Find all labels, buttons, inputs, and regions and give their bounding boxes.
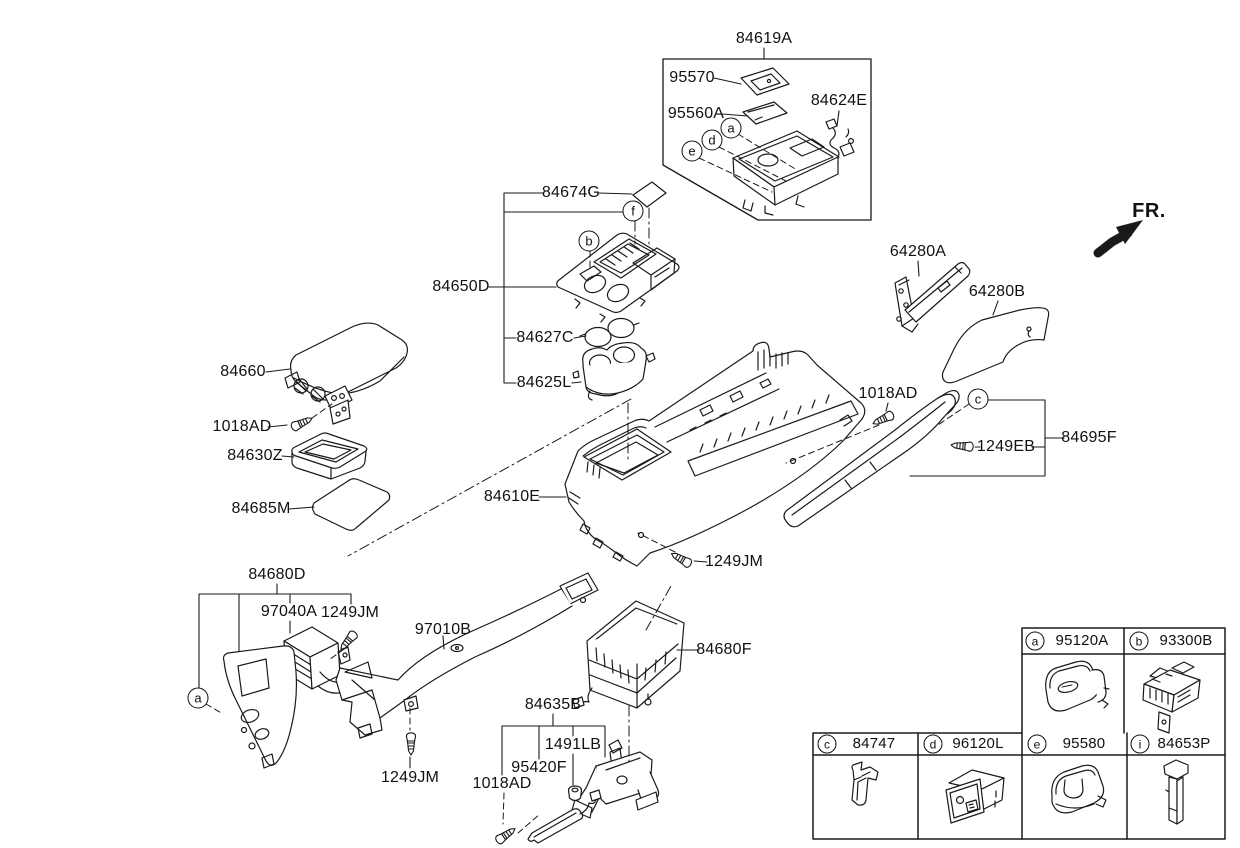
part-label-84610E: 84610E <box>483 488 541 505</box>
console-84610E-drawing <box>564 341 866 567</box>
gasket-84627C-drawing <box>579 317 640 348</box>
legend-part-95120A: 95120A <box>1055 632 1109 649</box>
legend-part-93300B: 93300B <box>1159 632 1213 649</box>
legend-letter-i: i <box>1130 734 1150 754</box>
part-label-95570: 95570 <box>669 69 715 86</box>
part-label-1018AD-left: 1018AD <box>212 418 272 435</box>
legend-letter-a: a <box>1025 631 1045 651</box>
part-label-84695F: 84695F <box>1061 429 1117 446</box>
cover-95570-drawing <box>740 67 790 96</box>
panel-84680D-drawing <box>222 645 298 769</box>
part-label-1249JM-left: 1249JM <box>320 604 380 621</box>
part-label-1249JM-bottom: 1249JM <box>380 769 440 786</box>
part-label-97040A: 97040A <box>260 603 318 620</box>
console-tray-drawing <box>732 130 840 216</box>
part-label-84635B: 84635B <box>524 696 582 713</box>
pad-95560A-drawing <box>742 101 788 125</box>
plate-84674G-drawing <box>632 181 667 208</box>
legend-part-84747: 84747 <box>852 735 896 752</box>
fr-direction-arrow <box>1093 220 1143 258</box>
callout-c: c <box>967 388 989 410</box>
legend-icon-96120L <box>945 769 1005 824</box>
mat-84685M-drawing <box>311 478 391 531</box>
wiring-84624E-drawing <box>825 118 855 158</box>
screw-1018AD-right <box>870 409 896 429</box>
part-label-84624E: 84624E <box>810 92 868 109</box>
screw-1018AD-left <box>289 413 315 433</box>
cup-holder-84625L-drawing <box>572 341 656 401</box>
legend-part-96120L: 96120L <box>952 735 1004 752</box>
part-label-1249JM-mid: 1249JM <box>704 553 764 570</box>
bracket-64280A-drawing <box>894 261 971 333</box>
leader-lines <box>198 47 1065 786</box>
legend-part-95580: 95580 <box>1062 735 1106 752</box>
part-label-84680F: 84680F <box>696 641 752 658</box>
part-label-64280A: 64280A <box>889 243 947 260</box>
part-label-84630Z: 84630Z <box>227 447 283 464</box>
callout-d: d <box>701 129 723 151</box>
strip-95420F-drawing <box>527 789 602 844</box>
part-label-84650D: 84650D <box>432 278 490 295</box>
screw-1249EB <box>950 439 975 453</box>
part-label-1491LB: 1491LB <box>544 736 602 753</box>
fr-direction-label: FR. <box>1132 200 1166 222</box>
callout-a-top: a <box>720 117 742 139</box>
screw-1018AD-bottom <box>493 824 519 846</box>
legend-icon-95580 <box>1051 764 1107 814</box>
legend-icon-84747 <box>851 761 879 806</box>
part-label-1249EB: 1249EB <box>976 438 1036 455</box>
callout-f: f <box>622 200 644 222</box>
nut-1491LB-drawing <box>567 785 583 802</box>
axis-center-lines <box>347 207 672 767</box>
legend-letter-c: c <box>817 734 837 754</box>
legend-table-grid <box>812 627 1226 840</box>
part-label-95420F: 95420F <box>511 759 567 776</box>
legend-letter-d: d <box>923 734 943 754</box>
armrest-84660-drawing <box>284 322 409 425</box>
callout-b: b <box>578 230 600 252</box>
part-label-64280B: 64280B <box>968 283 1026 300</box>
part-label-84627C: 84627C <box>516 329 574 346</box>
garnish-84695F-drawing <box>783 389 960 528</box>
dashed-projection-lines <box>205 133 970 834</box>
panel-64280B-drawing <box>941 307 1050 384</box>
screw-1249JM-mid <box>668 548 694 570</box>
screw-1249JM-bottom <box>405 732 417 756</box>
part-label-95560A: 95560A <box>667 105 725 122</box>
part-label-84625L: 84625L <box>516 374 572 391</box>
bracket-84635B-drawing <box>571 739 660 819</box>
part-label-84680D: 84680D <box>248 566 306 583</box>
legend-letter-b: b <box>1129 631 1149 651</box>
vent-97040A-drawing <box>283 626 351 694</box>
part-label-84685M: 84685M <box>231 500 291 517</box>
box-84680F-drawing <box>572 600 685 709</box>
tray-84630Z-drawing <box>291 432 368 480</box>
cover-84650D-drawing <box>556 232 680 323</box>
part-label-1018AD-bottom: 1018AD <box>472 775 532 792</box>
legend-part-84653P: 84653P <box>1157 735 1211 752</box>
part-label-97010B: 97010B <box>414 621 472 638</box>
legend-icon-84653P <box>1163 759 1189 825</box>
part-label-84674G: 84674G <box>541 184 601 201</box>
legend-icon-93300B <box>1142 661 1201 734</box>
legend-icon-95120A <box>1045 660 1110 712</box>
part-label-84660: 84660 <box>220 363 266 380</box>
tray-kit-box-84619A <box>662 58 872 221</box>
callout-e: e <box>681 140 703 162</box>
callout-a-bottom: a <box>187 687 209 709</box>
part-label-1018AD-right: 1018AD <box>858 385 918 402</box>
part-label-84619A: 84619A <box>735 30 793 47</box>
duct-97010B-drawing <box>335 572 599 739</box>
legend-letter-e: e <box>1027 734 1047 754</box>
